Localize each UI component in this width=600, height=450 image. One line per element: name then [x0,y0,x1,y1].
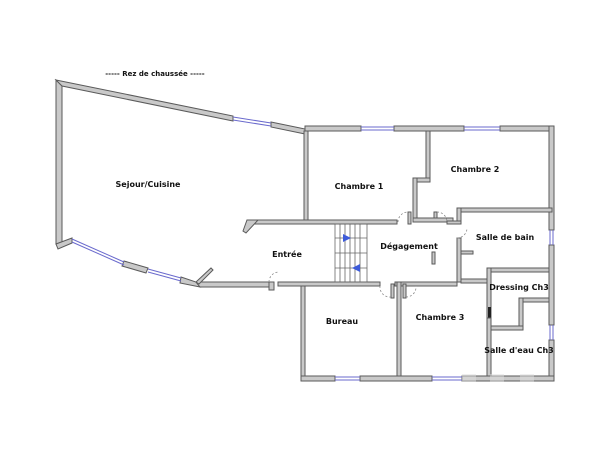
label-chambre3: Chambre 3 [416,313,465,322]
doors [268,211,468,298]
bottom-windows [335,376,462,381]
top-windows [361,126,554,340]
stair-arrow-down-icon [352,264,360,272]
label-salle-de-bain: Salle de bain [476,233,535,242]
room-labels: Sejour/Cuisine Chambre 1 Chambre 2 Entré… [116,165,554,355]
label-chambre2: Chambre 2 [451,165,500,174]
label-chambre1: Chambre 1 [335,182,384,191]
watermark [462,374,534,382]
label-sejour: Sejour/Cuisine [116,180,181,189]
label-entree: Entrée [272,249,302,259]
label-salle-eau: Salle d'eau Ch3 [484,346,553,355]
label-bureau: Bureau [326,317,359,326]
sejour-walls [54,78,306,288]
plan-title: ----- Rez de chaussée ----- [105,70,205,78]
label-dressing: Dressing Ch3 [489,283,549,292]
staircase [334,223,368,283]
label-degagement: Dégagement [380,241,438,251]
stair-arrow-up-icon [343,234,351,242]
lower-walls [268,251,555,382]
top-walls [242,125,555,381]
sejour-windows [71,116,272,282]
